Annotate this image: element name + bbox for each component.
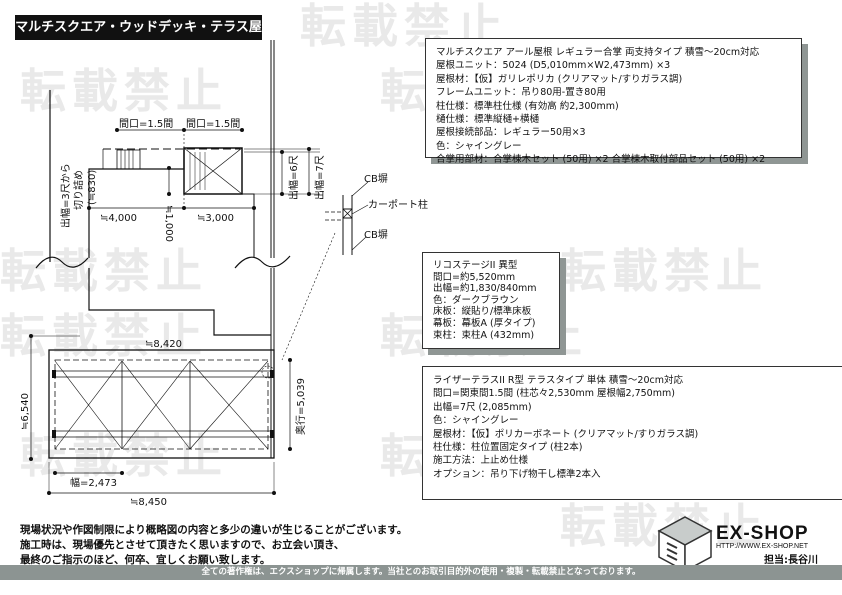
dim-8420: ≒8,420 xyxy=(145,339,182,350)
ex-shop-logo-icon xyxy=(657,516,713,573)
watermark: 転載禁止 xyxy=(0,244,208,298)
spec-line: 屋根材：【仮】ガリレポリカ (クリアマット/すりガラス調) xyxy=(436,73,683,85)
spec-line: マルチスクエア アール屋根 レギュラー合掌 両支持タイプ 積雪～20cm対応 xyxy=(436,47,760,58)
watermark: 転載禁止 xyxy=(560,244,768,298)
legend-cb-wall: CB塀 xyxy=(364,229,388,241)
disclaimer-note: 現場状況や作図制限により概略図の内容と多少の違いが生じることがございます。 施工… xyxy=(20,523,407,568)
spec-line: 色：シャイングレー xyxy=(436,140,522,152)
spec-line: ライザーテラスII R型 テラスタイプ 単体 積雪～20cm対応 xyxy=(433,375,683,386)
spec-line: 柱仕様：柱位置固定タイプ (柱2本) xyxy=(433,442,583,454)
dim-1000: ≒1,000 xyxy=(163,205,174,242)
spec-line: 柱仕様：標準柱仕様 (有効高 約2,300mm) xyxy=(436,100,619,112)
spec-line: 間口=約5,520mm xyxy=(433,271,516,283)
note-line: 現場状況や作図制限により概略図の内容と多少の違いが生じることがございます。 xyxy=(20,524,408,536)
legend-cb-wall: CB塀 xyxy=(364,173,388,185)
dim-5039: 奥行=5,039 xyxy=(294,378,307,435)
dim-6540: ≒6,540 xyxy=(20,393,31,430)
staff-name: 担当:長谷川 xyxy=(764,555,818,566)
spec-line: 色：ダークブラウン xyxy=(433,294,519,306)
legend-carport-post: カーポート柱 xyxy=(368,198,428,211)
copyright-footer: 全ての著作権は、エクスショップに帰属します。当社とのお取引目的外の使用・複製・転… xyxy=(0,565,842,580)
spec-line: オプション：吊り下げ物干し標準2本入 xyxy=(433,468,601,480)
spec-line: 間口=関東間1.5間 (柱芯々2,530mm 屋根幅2,750mm) xyxy=(433,388,675,400)
spec-line: 屋根接続部品：レギュラー50用×3 xyxy=(436,127,586,139)
spec-line: 屋根ユニット：5024 (D5,010mm×W2,473mm) ×3 xyxy=(436,60,671,72)
dim-span1: 間口=1.5間 xyxy=(119,118,173,130)
dim-depth-cut: 出幅=3尺から xyxy=(59,163,72,228)
spec-line: リコステージII 異型 xyxy=(433,260,518,271)
dim-4000: ≒4,000 xyxy=(100,213,137,224)
dim-depth6: 出幅=6尺 xyxy=(287,155,300,200)
spec-line: 幕板：幕板A (厚タイプ) xyxy=(433,317,536,329)
spec-line: 出幅=7尺 (2,085mm) xyxy=(433,401,532,413)
dim-depth-cut3: (≒830) xyxy=(87,170,98,205)
spec-line: 合掌用部材：合掌棟木セット (50用) ×2 合掌棟木取付部品セット (50用)… xyxy=(436,154,766,166)
spec-box-multisquare: マルチスクエア アール屋根 レギュラー合掌 両支持タイプ 積雪～20cm対応 屋… xyxy=(425,38,802,165)
logo-url: HTTP://WWW.EX-SHOP.NET xyxy=(716,543,809,550)
spec-line: フレームユニット：吊り80用-置き80用 xyxy=(436,87,606,99)
spec-line: 束柱：束柱A (432mm) xyxy=(433,329,535,341)
page-title: マルチスクエア・ウッドデッキ・テラス屋根 xyxy=(15,15,262,60)
spec-line: 床板：縦貼り/標準床板 xyxy=(433,306,532,318)
dim-3000: ≒3,000 xyxy=(197,213,234,224)
spec-line: 色：シャイングレー xyxy=(433,415,519,427)
dim-span2: 間口=1.5間 xyxy=(186,118,240,130)
spec-box-terrace: ライザーテラスII R型 テラスタイプ 単体 積雪～20cm対応 間口=関東間1… xyxy=(422,366,842,500)
dim-2473: 幅=2,473 xyxy=(70,476,117,489)
note-line: 最終のご指示のほど、何卒、宜しくお願い致します。 xyxy=(20,554,271,566)
dim-depth7: 出幅=7尺 xyxy=(313,155,326,200)
spec-box-deck: リコステージII 異型 間口=約5,520mm 出幅=約1,830/840mm … xyxy=(422,252,560,349)
spec-line: 樋仕様：標準縦樋+横樋 xyxy=(436,114,539,126)
spec-line: 屋根材：【仮】ポリカーボネート (クリアマット/すりガラス調) xyxy=(433,428,699,440)
spec-line: 施工方法：上止め仕様 xyxy=(433,455,529,467)
spec-line: 出幅=約1,830/840mm xyxy=(433,283,537,295)
dim-8450: ≒8,450 xyxy=(130,497,167,508)
dim-depth-cut2: 切り詰め xyxy=(72,170,85,210)
note-line: 施工時は、現場優先とさせて頂きたく思いますので、お立会い頂き、 xyxy=(20,539,345,551)
logo-name: EX-SHOP xyxy=(716,523,809,544)
watermark: 転載禁止 xyxy=(20,64,228,118)
